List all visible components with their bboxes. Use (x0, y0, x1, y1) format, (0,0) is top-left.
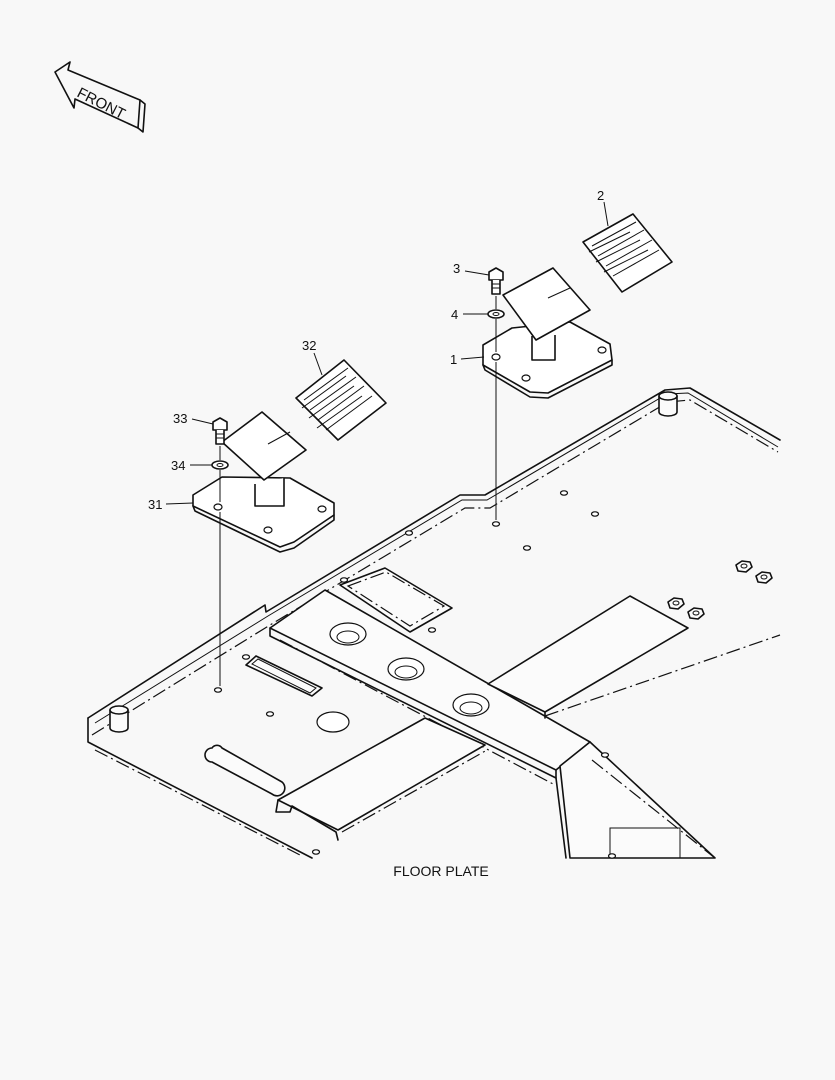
nut-icon (667, 560, 773, 620)
washer-icon (487, 309, 505, 319)
callout-2: 2 (597, 188, 604, 203)
callout-31: 31 (148, 497, 162, 512)
mounting-holes (213, 490, 617, 859)
callout-4: 4 (451, 307, 458, 322)
pedal-assembly-right (482, 213, 673, 520)
callout-34: 34 (171, 458, 185, 473)
stud (658, 391, 678, 417)
floor-plate (87, 387, 781, 859)
bolt-icon (488, 267, 504, 295)
pedal-pad-right (582, 213, 673, 293)
washer-icon (211, 460, 229, 470)
callout-1: 1 (450, 352, 457, 367)
front-label: FRONT (74, 84, 128, 123)
pedal-pad-left (295, 359, 387, 441)
stud (109, 705, 129, 733)
front-arrow-icon: FRONT (54, 61, 146, 133)
callout-33: 33 (173, 411, 187, 426)
pedal-assembly-left (192, 359, 387, 686)
callout-3: 3 (453, 261, 460, 276)
bolt-icon (212, 417, 228, 445)
diagram-caption: FLOOR PLATE (393, 863, 488, 879)
callout-32: 32 (302, 338, 316, 353)
callouts: 2 3 4 1 32 33 34 31 (148, 188, 609, 512)
